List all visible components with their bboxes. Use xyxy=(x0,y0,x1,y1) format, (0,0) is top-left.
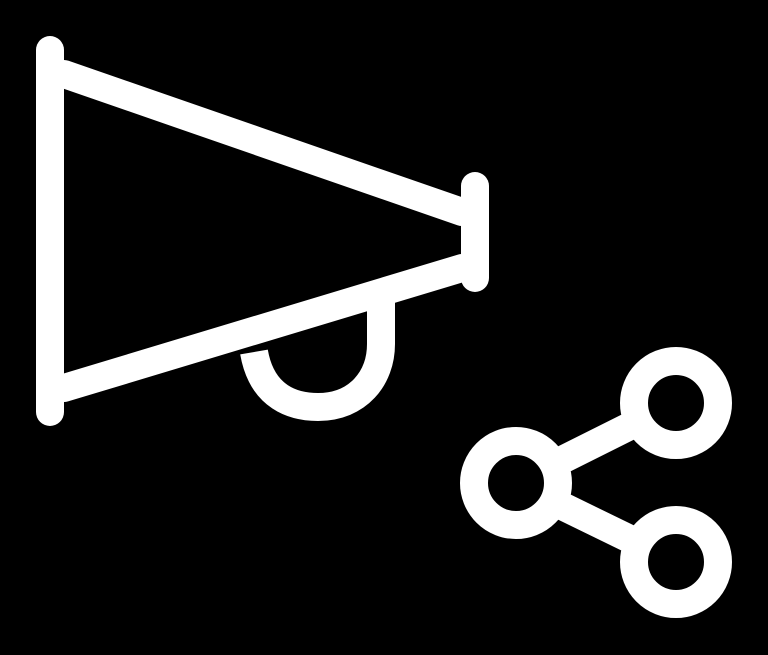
share-icon xyxy=(460,347,732,618)
share-node-bottom xyxy=(620,506,732,618)
megaphone-cone-top xyxy=(50,60,476,226)
share-node-left xyxy=(460,427,572,539)
megaphone-handle xyxy=(240,302,395,421)
megaphone-cone-bottom xyxy=(50,254,476,402)
share-link-bottom xyxy=(549,490,643,555)
share-link-top xyxy=(549,410,643,476)
megaphone-icon xyxy=(36,36,489,426)
share-node-top xyxy=(620,347,732,459)
